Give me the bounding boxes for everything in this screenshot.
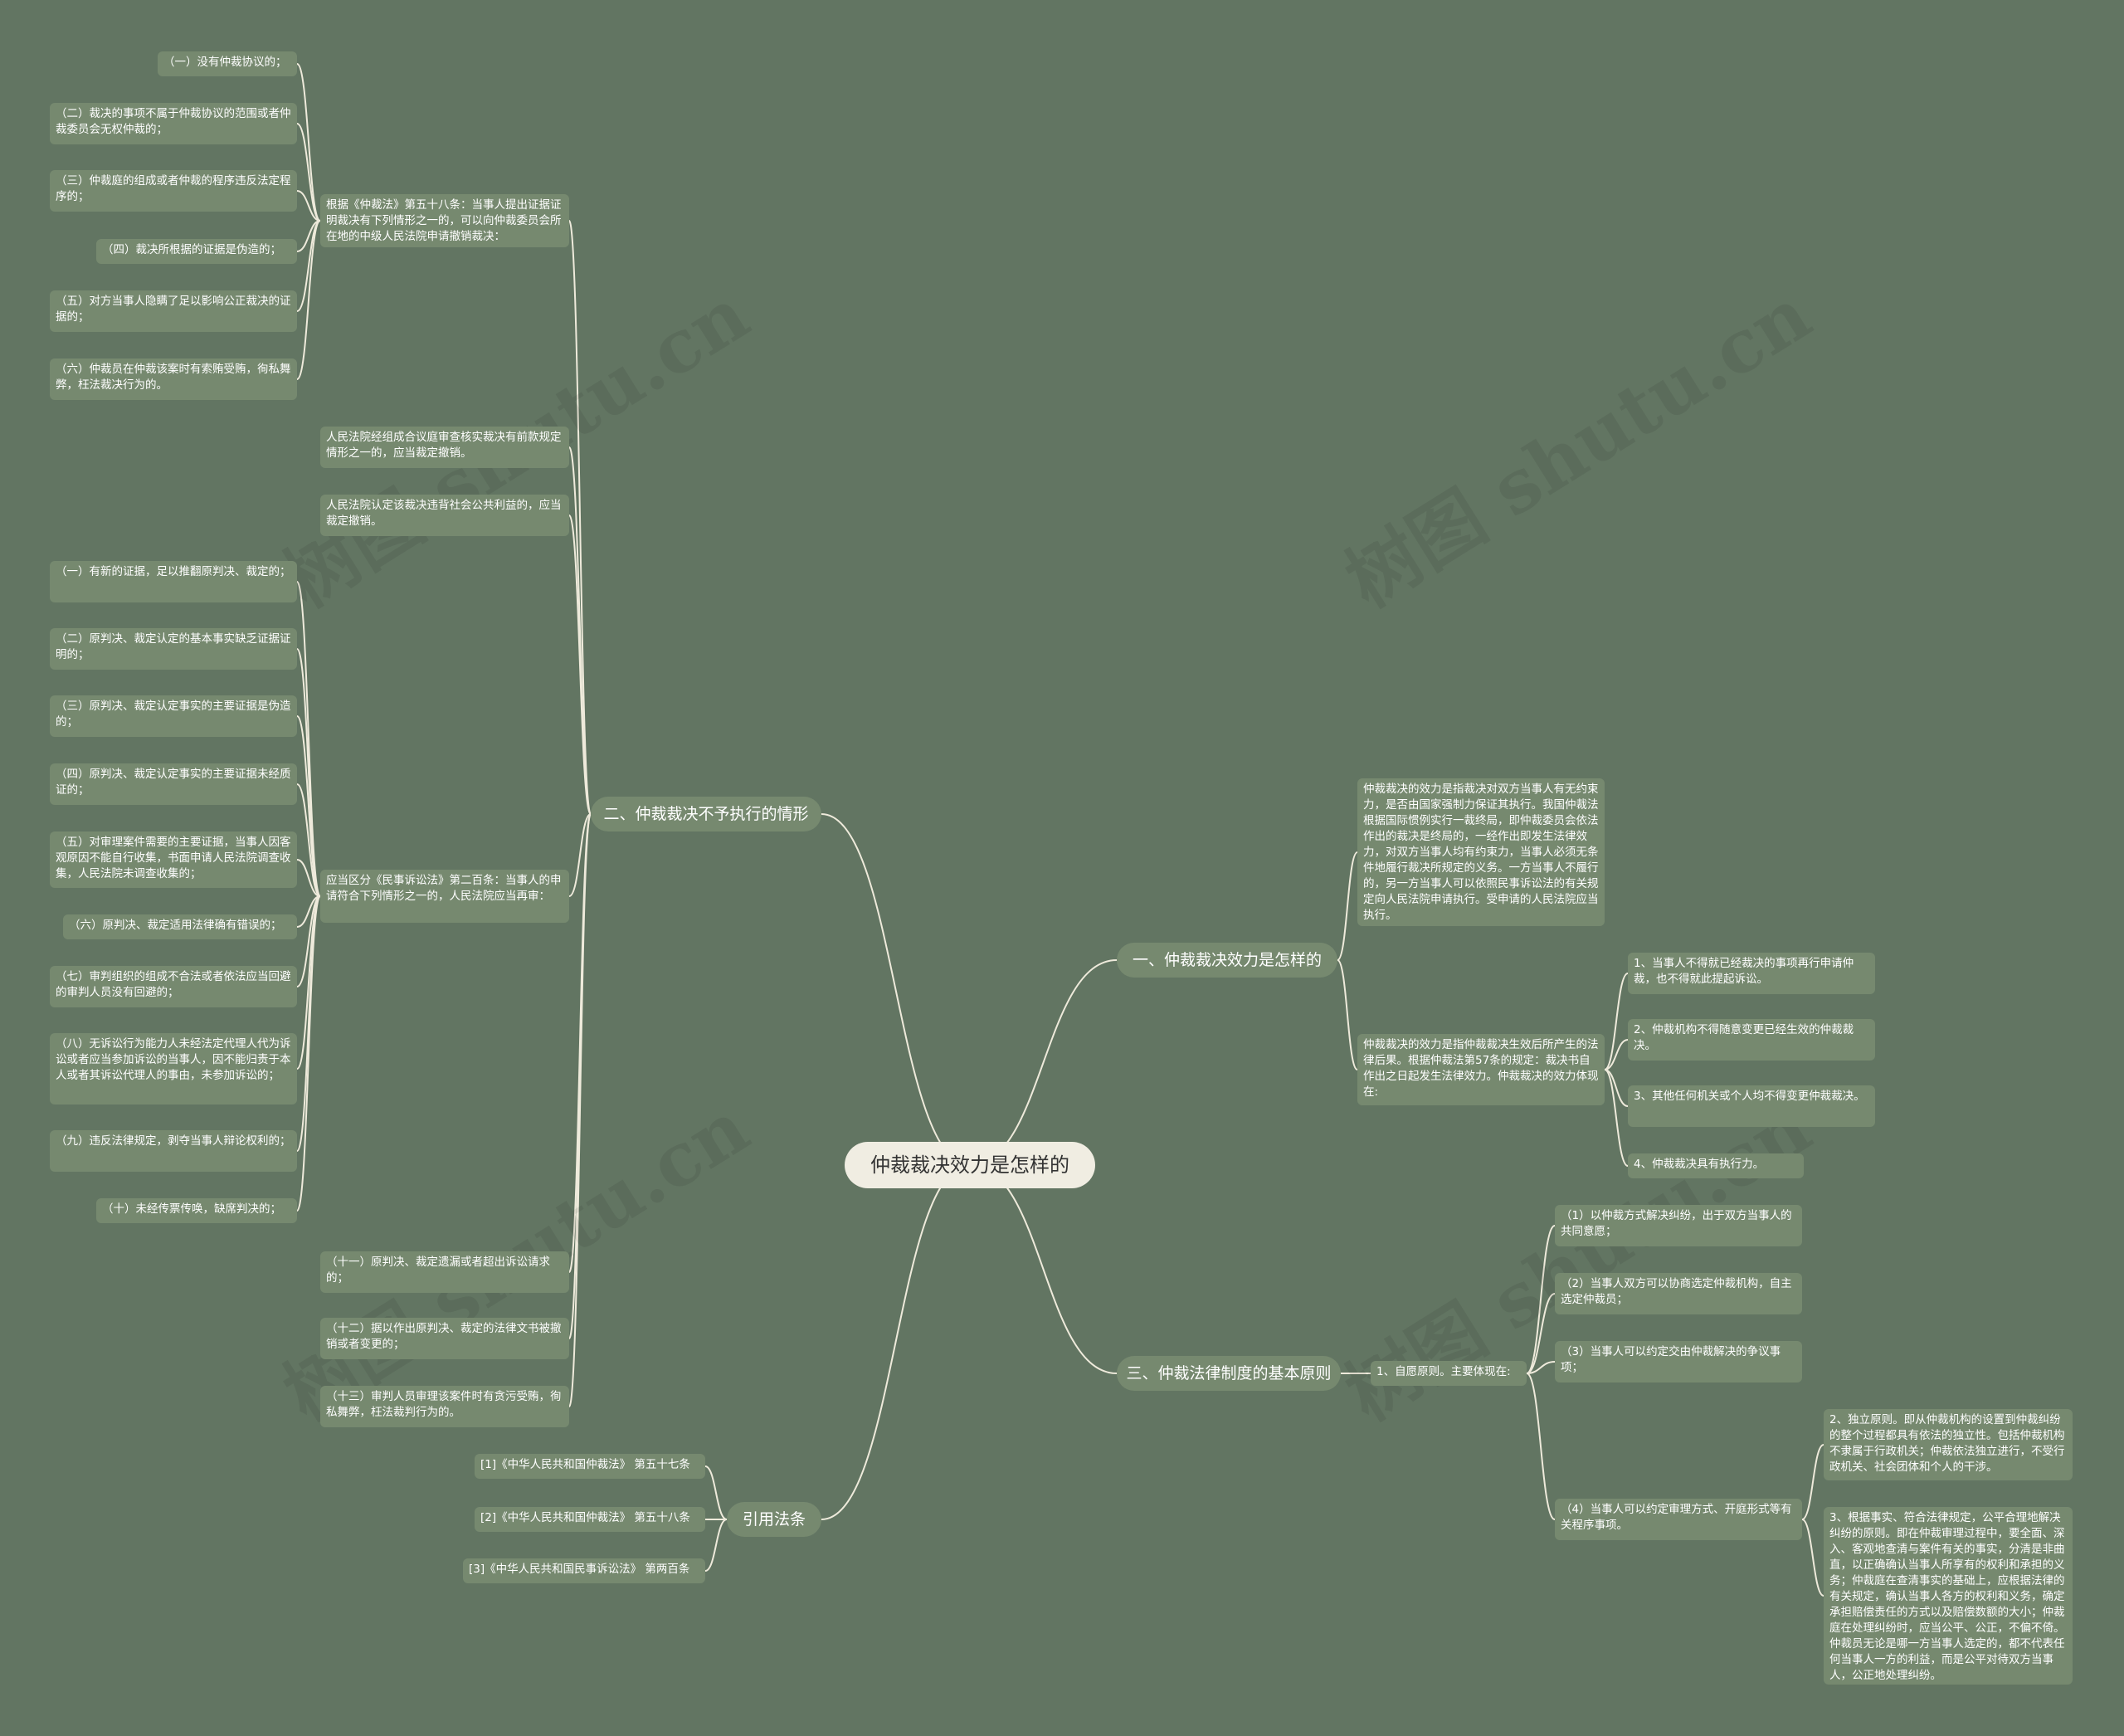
effect-definition-node[interactable]: 仲裁裁决的效力是指裁决对双方当事人有无约束力，是否由国家强制力保证其执行。我国仲… <box>1357 778 1605 926</box>
art200-item-9[interactable]: （九）违反法律规定，剥夺当事人辩论权利的； <box>50 1130 297 1172</box>
connector-art200-item-3 <box>296 715 321 897</box>
court-review-node[interactable]: 人民法院经组成合议庭审查核实裁决有前款规定情形之一的，应当裁定撤销。 <box>320 427 569 468</box>
connector-voluntary-item-2 <box>1526 1293 1556 1374</box>
effect-item-4[interactable]: 4、仲裁裁决具有执行力。 <box>1628 1153 1804 1178</box>
effect-item-2[interactable]: 2、仲裁机构不得随意变更已经生效的仲裁裁决。 <box>1628 1019 1875 1061</box>
item-12-node[interactable]: （十二）据以作出原判决、裁定的法律文书被撤销或者变更的； <box>320 1318 569 1359</box>
independence-principle-node[interactable]: 2、独立原则。即从仲裁机构的设置到仲裁纠纷的整个过程都具有依法的独立性。包括仲裁… <box>1824 1409 2073 1480</box>
connector-art200-item-10 <box>296 895 321 1212</box>
public-interest-node[interactable]: 人民法院认定该裁决违背社会公共利益的，应当裁定撤销。 <box>320 495 569 536</box>
item-13-node[interactable]: （十三）审判人员审理该案件时有贪污受贿，徇私舞弊，枉法裁判行为的。 <box>320 1386 569 1427</box>
connector-art200-item-1 <box>296 581 321 897</box>
art58-item-5[interactable]: （五）对方当事人隐瞒了足以影响公正裁决的证据的； <box>50 290 297 332</box>
connector-effect-consequence-node <box>1337 959 1358 1070</box>
connector-art200-item-7 <box>296 895 321 987</box>
connector-cited-law-1 <box>704 1465 728 1520</box>
connector-art58-item-6 <box>296 220 321 380</box>
art200-item-1[interactable]: （一）有新的证据，足以推翻原判决、裁定的； <box>50 561 297 602</box>
connector-art58-item-3 <box>296 190 321 222</box>
branch-basic-principles[interactable]: 三、仲裁法律制度的基本原则 <box>1117 1356 1341 1391</box>
connector-cited-law-3 <box>704 1519 728 1572</box>
connector-effect-item-3 <box>1604 1069 1629 1107</box>
art58-item-1[interactable]: （一）没有仲裁协议的； <box>158 51 297 76</box>
effect-item-1[interactable]: 1、当事人不得就已经裁决的事项再行申请仲裁，也不得就此提起诉讼。 <box>1628 953 1875 994</box>
art200-item-4[interactable]: （四）原判决、裁定认定事实的主要证据未经质证的； <box>50 763 297 805</box>
item-11-node[interactable]: （十一）原判决、裁定遗漏或者超出诉讼请求的； <box>320 1251 569 1293</box>
connector-branch-no-enforcement <box>821 813 971 1166</box>
connector-art200-item-5 <box>296 859 321 897</box>
effect-consequence-node[interactable]: 仲裁裁决的效力是指仲裁裁决生效后所产生的法律后果。根据仲裁法第57条的规定：裁决… <box>1357 1034 1605 1105</box>
voluntary-item-2[interactable]: （2）当事人双方可以协商选定仲裁机构，自主选定仲裁员； <box>1555 1273 1802 1314</box>
connector-item-13-node <box>568 813 592 1407</box>
art200-item-3[interactable]: （三）原判决、裁定认定事实的主要证据是伪造的； <box>50 695 297 737</box>
voluntary-item-3[interactable]: （3）当事人可以约定交由仲裁解决的争议事项； <box>1555 1341 1802 1382</box>
art58-item-2[interactable]: （二）裁决的事项不属于仲裁协议的范围或者仲裁委员会无权仲裁的； <box>50 103 297 144</box>
connector-branch-award-effect <box>969 959 1118 1166</box>
connector-art200-node <box>568 813 592 897</box>
fairness-principle-node[interactable]: 3、根据事实、符合法律规定，公平合理地解决纠纷的原则。即在仲裁审理过程中，要全面… <box>1824 1507 2073 1685</box>
connector-voluntary-item-4 <box>1526 1373 1556 1520</box>
connector-voluntary-item-1 <box>1526 1225 1556 1374</box>
connector-effect-item-2 <box>1604 1039 1629 1070</box>
branch-cited-laws[interactable]: 引用法条 <box>727 1502 821 1537</box>
voluntary-item-4[interactable]: （4）当事人可以约定审理方式、开庭形式等有关程序事项。 <box>1555 1499 1802 1540</box>
art58-item-4[interactable]: （四）裁决所根据的证据是伪造的； <box>96 239 297 264</box>
connector-effect-definition-node <box>1337 851 1358 961</box>
cited-law-2[interactable]: [2]《中华人民共和国仲裁法》 第五十八条 <box>475 1507 705 1532</box>
connector-effect-item-1 <box>1604 973 1629 1070</box>
connector-branch-basic-principles <box>969 1164 1118 1374</box>
art200-item-7[interactable]: （七）审判组织的组成不合法或者依法应当回避的审判人员没有回避的； <box>50 966 297 1007</box>
connector-fairness-principle-node <box>1801 1519 1824 1597</box>
connector-public-interest-node <box>568 514 592 815</box>
connector-art58-item-2 <box>296 123 321 222</box>
connector-independence-principle-node <box>1801 1444 1824 1520</box>
art200-item-5[interactable]: （五）对审理案件需要的主要证据，当事人因客观原因不能自行收集，书面申请人民法院调… <box>50 831 297 888</box>
connector-art200-item-2 <box>296 648 321 897</box>
connector-art200-item-9 <box>296 895 321 1152</box>
art58-node[interactable]: 根据《仲裁法》第五十八条：当事人提出证据证明裁决有下列情形之一的，可以向仲裁委员… <box>320 194 569 247</box>
connector-art58-item-1 <box>296 63 321 222</box>
voluntary-item-1[interactable]: （1）以仲裁方式解决纠纷，出于双方当事人的共同意愿； <box>1555 1205 1802 1246</box>
voluntary-principle-node[interactable]: 1、自愿原则。主要体现在: <box>1371 1361 1527 1386</box>
art58-item-6[interactable]: （六）仲裁员在仲裁该案时有索贿受贿，徇私舞弊，枉法裁决行为的。 <box>50 358 297 400</box>
connector-effect-item-4 <box>1604 1069 1629 1167</box>
connector-art200-item-4 <box>296 783 321 897</box>
cited-law-3[interactable]: [3]《中华人民共和国民事诉讼法》 第两百条 <box>463 1558 705 1583</box>
root-node[interactable]: 仲裁裁决效力是怎样的 <box>845 1142 1095 1188</box>
art200-item-10[interactable]: （十）未经传票传唤，缺席判决的； <box>96 1198 297 1223</box>
art200-item-2[interactable]: （二）原判决、裁定认定的基本事实缺乏证据证明的； <box>50 628 297 670</box>
cited-law-1[interactable]: [1]《中华人民共和国仲裁法》 第五十七条 <box>475 1454 705 1479</box>
effect-item-3[interactable]: 3、其他任何机关或个人均不得变更仲裁裁决。 <box>1628 1085 1875 1127</box>
art200-node[interactable]: 应当区分《民事诉讼法》第二百条：当事人的申请符合下列情形之一的，人民法院应当再审… <box>320 870 569 923</box>
branch-no-enforcement[interactable]: 二、仲裁裁决不予执行的情形 <box>591 797 821 831</box>
connector-art58-node <box>568 220 592 815</box>
branch-award-effect[interactable]: 一、仲裁裁决效力是怎样的 <box>1117 943 1337 978</box>
art200-item-6[interactable]: （六）原判决、裁定适用法律确有错误的； <box>63 914 297 939</box>
connector-voluntary-item-3 <box>1526 1361 1556 1374</box>
art200-item-8[interactable]: （八）无诉讼行为能力人未经法定代理人代为诉讼或者应当参加诉讼的当事人，因不能归责… <box>50 1033 297 1105</box>
art58-item-3[interactable]: （三）仲裁庭的组成或者仲裁的程序违反法定程序的； <box>50 170 297 212</box>
connector-branch-cited-laws <box>821 1164 971 1520</box>
